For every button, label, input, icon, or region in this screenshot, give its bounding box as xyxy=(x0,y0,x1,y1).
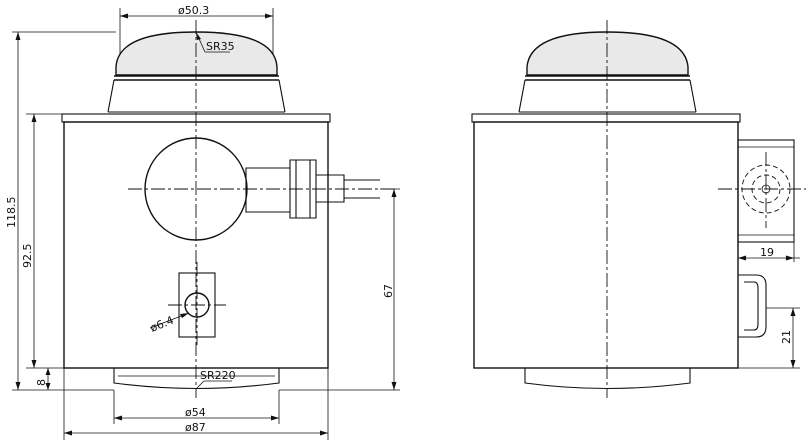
side-dome xyxy=(526,31,689,76)
side-dimensions: 19 21 xyxy=(690,242,800,369)
side-connector-box xyxy=(737,139,795,243)
dim-total-height: 118.5 xyxy=(5,197,18,229)
front-dimensions: ø50.3 SR35 118.5 92.5 8 67 xyxy=(5,4,400,440)
dim-base-diameter: ø54 xyxy=(185,406,206,419)
side-body xyxy=(473,121,739,369)
dim-base-height: 8 xyxy=(35,379,48,386)
dim-body-diameter: ø87 xyxy=(185,421,206,434)
dim-dome-diameter: ø50.3 xyxy=(178,4,209,17)
dim-body-height: 92.5 xyxy=(21,244,34,269)
side-top-flange xyxy=(471,113,741,123)
dim-bracket-height: 21 xyxy=(780,330,793,344)
dim-connector-width: 19 xyxy=(760,246,774,259)
side-bracket xyxy=(738,274,767,338)
front-dome-ring xyxy=(114,75,279,81)
side-neck xyxy=(518,79,697,113)
front-view xyxy=(61,20,396,398)
front-base xyxy=(113,368,280,390)
dim-cable-height: 67 xyxy=(382,284,395,298)
dim-hole-diameter: ø6.4 xyxy=(148,314,175,335)
side-view xyxy=(471,20,806,398)
front-neck xyxy=(107,79,286,113)
front-dome xyxy=(115,31,278,76)
dim-dome-radius: SR35 xyxy=(206,40,235,53)
side-dome-ring xyxy=(525,75,690,81)
dim-base-radius: SR220 xyxy=(200,369,236,382)
side-base xyxy=(524,368,691,390)
